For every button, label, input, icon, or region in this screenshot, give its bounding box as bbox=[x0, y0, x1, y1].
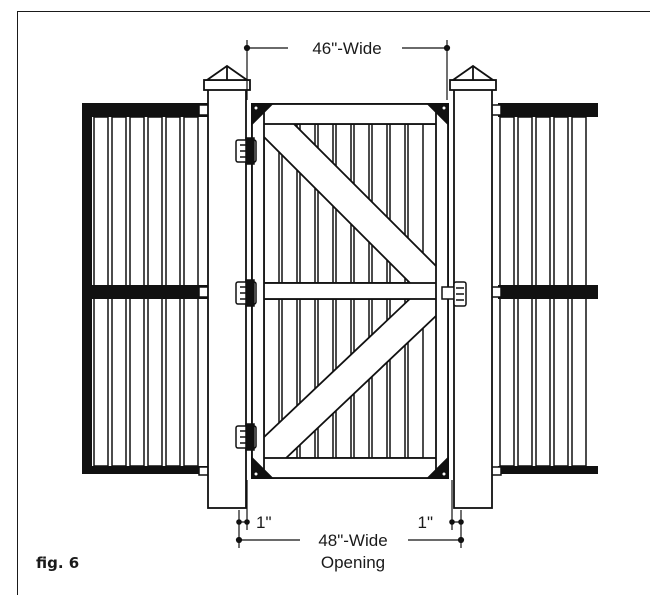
opening-width-label: 48"-Wide bbox=[318, 531, 387, 550]
figure-frame bbox=[17, 11, 650, 595]
gate bbox=[251, 103, 449, 479]
hinge-middle bbox=[235, 279, 257, 307]
gate-latch bbox=[441, 281, 467, 307]
right-fence-section bbox=[488, 103, 598, 476]
hinge-bottom bbox=[235, 423, 257, 451]
figure-caption: fig. 6 bbox=[36, 554, 80, 572]
hinges bbox=[235, 137, 257, 451]
left-gap-label: 1" bbox=[256, 513, 272, 532]
gate-width-label: 46"-Wide bbox=[312, 39, 381, 58]
opening-label: Opening bbox=[321, 553, 385, 572]
dimension-lines-bottom bbox=[235, 480, 465, 548]
left-fence-section bbox=[82, 103, 212, 476]
right-gap-label: 1" bbox=[418, 513, 434, 532]
hinge-top bbox=[235, 137, 257, 165]
dimension-gate-width bbox=[243, 40, 451, 100]
